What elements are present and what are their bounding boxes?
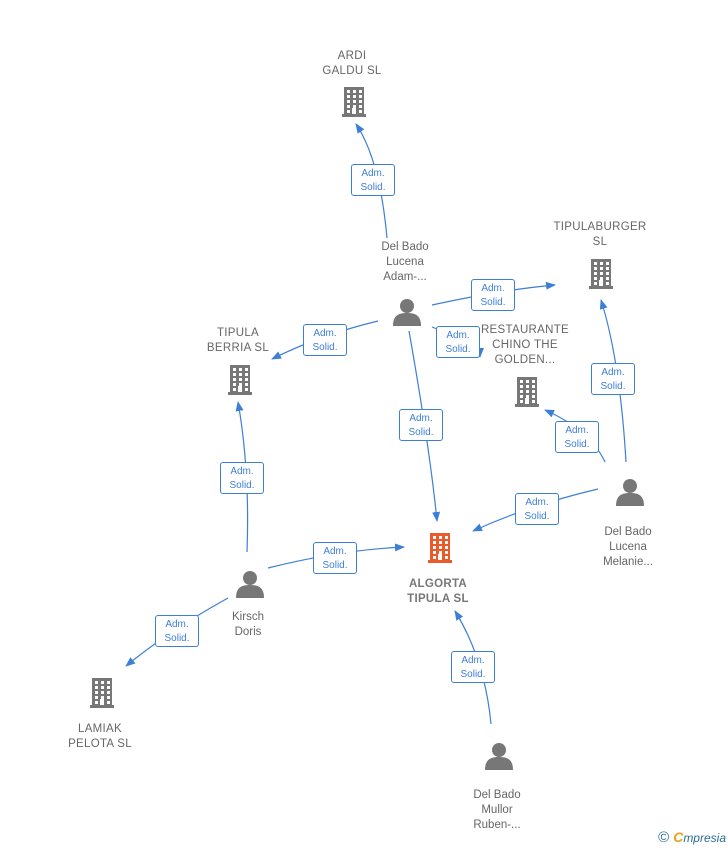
building-icon[interactable] <box>90 678 114 708</box>
edge-label-line2: Solid. <box>164 633 190 644</box>
building-icon[interactable] <box>228 365 252 395</box>
edge-label-line2: Solid. <box>445 344 471 355</box>
edge-label-adam-to-tipulaburger[interactable]: Adm. Solid. <box>471 279 515 311</box>
brand-name: Cmpresia <box>673 829 726 845</box>
brand-initial: C <box>673 829 684 845</box>
edge-label-line1: Adm. <box>409 413 433 424</box>
main-company-building-icon[interactable] <box>428 533 452 563</box>
edge-label-line1: Adm. <box>525 497 549 508</box>
edge-label-adam-to-restaurante[interactable]: Adm. Solid. <box>436 326 480 358</box>
node-label-algorta[interactable]: ALGORTA TIPULA SL <box>407 578 469 605</box>
edge-label-line2: Solid. <box>564 439 590 450</box>
edge-label-line1: Adm. <box>313 328 337 339</box>
edge-label-melanie-to-tipulaburger[interactable]: Adm. Solid. <box>591 363 635 395</box>
edge-label-line1: Adm. <box>323 546 347 557</box>
node-label-tipula-berria[interactable]: TIPULA BERRIA SL <box>206 327 270 354</box>
edge-label-line1: Adm. <box>461 655 485 666</box>
edge-label-line2: Solid. <box>360 182 386 193</box>
edge-label-line1: Adm. <box>361 168 385 179</box>
edge-label-line2: Solid. <box>600 381 626 392</box>
building-icon[interactable] <box>342 87 366 117</box>
edge-label-melanie-to-algorta[interactable]: Adm. Solid. <box>515 493 559 525</box>
edge-label-kirsch-to-tipula_berria[interactable]: Adm. Solid. <box>220 462 264 494</box>
person-icon[interactable] <box>485 743 513 770</box>
edge-label-line1: Adm. <box>446 330 470 341</box>
edge-label-line2: Solid. <box>322 560 348 571</box>
edge-label-adam-to-algorta[interactable]: Adm. Solid. <box>399 409 443 441</box>
node-label-melanie[interactable]: Del Bado Lucena Melanie... <box>603 526 653 568</box>
building-icon[interactable] <box>589 259 613 289</box>
edge-label-line2: Solid. <box>408 427 434 438</box>
edge-label-line2: Solid. <box>229 480 255 491</box>
edge-label-adam-to-tipula_berria[interactable]: Adm. Solid. <box>303 324 347 356</box>
brand-rest: mpresia <box>683 831 726 845</box>
edge-label-kirsch-to-algorta[interactable]: Adm. Solid. <box>313 542 357 574</box>
edge-label-kirsch-to-lamiak[interactable]: Adm. Solid. <box>155 615 199 647</box>
edge-label-ruben-to-algorta[interactable]: Adm. Solid. <box>451 651 495 683</box>
edge-label-line1: Adm. <box>601 367 625 378</box>
footer-brand: ©Cmpresia <box>658 829 726 846</box>
node-label-tipulaburger[interactable]: TIPULABURGER SL <box>553 221 647 248</box>
edge-label-line1: Adm. <box>565 425 589 436</box>
node-label-kirsch[interactable]: Kirsch Doris <box>232 611 264 638</box>
edge-label-line1: Adm. <box>165 619 189 630</box>
building-icon[interactable] <box>515 377 539 407</box>
edge-label-melanie-to-restaurante[interactable]: Adm. Solid. <box>555 421 599 453</box>
node-label-lamiak[interactable]: LAMIAK PELOTA SL <box>68 723 132 750</box>
edge-label-line2: Solid. <box>312 342 338 353</box>
edge-label-line1: Adm. <box>481 283 505 294</box>
node-label-restaurante[interactable]: RESTAURANTE CHINO THE GOLDEN... <box>480 323 570 366</box>
person-icon[interactable] <box>616 479 644 506</box>
edge-label-line2: Solid. <box>480 297 506 308</box>
edge-label-adam-to-ardi[interactable]: Adm. Solid. <box>351 164 395 196</box>
person-icon[interactable] <box>393 299 421 326</box>
node-label-ruben[interactable]: Del Bado Mullor Ruben-... <box>473 789 521 831</box>
edge-label-line2: Solid. <box>460 669 486 680</box>
person-icon[interactable] <box>236 571 264 598</box>
edge-label-line2: Solid. <box>524 511 550 522</box>
copyright-symbol: © <box>658 829 670 846</box>
node-label-ardi[interactable]: ARDI GALDU SL <box>322 50 382 77</box>
edge-label-line1: Adm. <box>230 466 254 477</box>
node-label-adam[interactable]: Del Bado Lucena Adam-... <box>381 240 429 283</box>
